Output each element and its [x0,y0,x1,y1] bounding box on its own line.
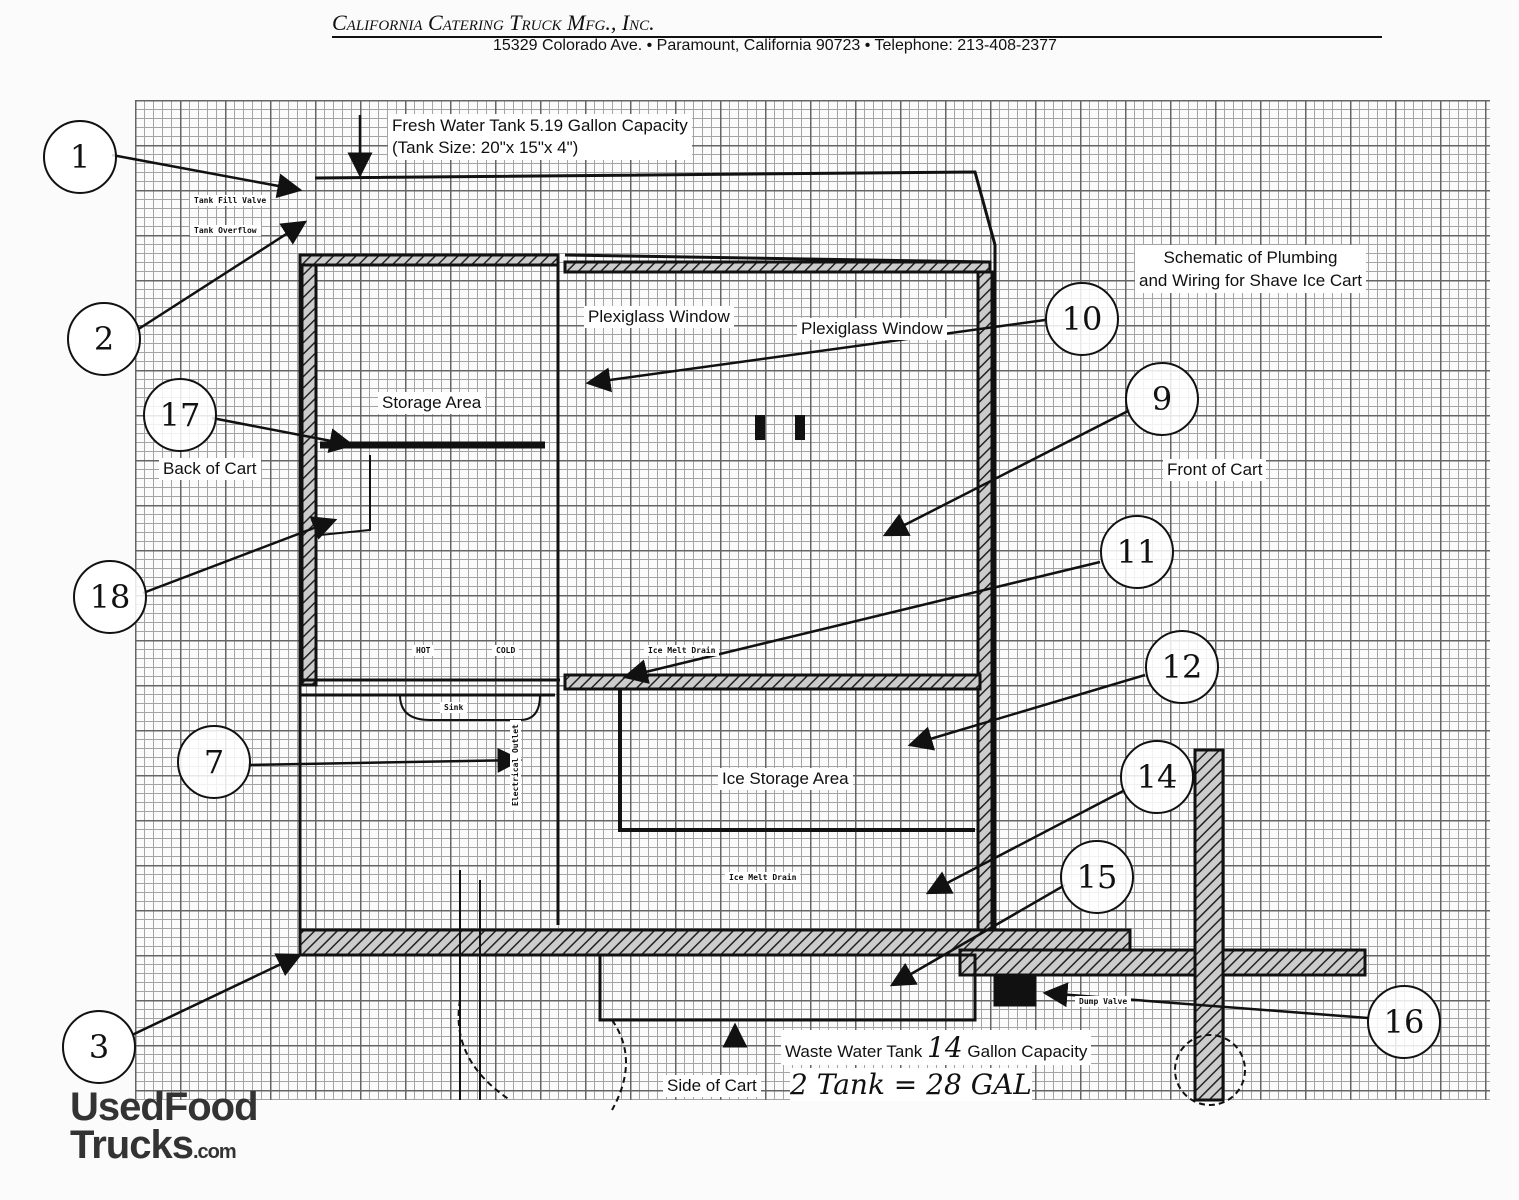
callout-16: 16 [1367,985,1441,1059]
callout-17: 17 [143,378,217,452]
sink-label: Sink [440,702,468,713]
company-name: California Catering Truck Mfg., Inc. [332,10,1382,38]
fresh-water-tank-label: Fresh Water Tank 5.19 Gallon Capacity (Ta… [388,114,692,160]
cart-outline [314,170,997,940]
tank-overflow-label: Tank Overflow [190,225,261,236]
title-line-1: Schematic of Plumbing [1163,248,1338,267]
logo-domain: .com [192,1141,237,1163]
ice-melt-drain-top-label: Ice Melt Drain [644,645,720,656]
company-address: 15329 Colorado Ave. • Paramount, Califor… [493,37,1057,54]
callout-10: 10 [1045,282,1119,356]
storage-area-label: Storage Area [378,392,486,414]
ice-melt-drain-bottom-label: Ice Melt Drain [725,872,801,883]
back-of-cart-label: Back of Cart [159,458,261,480]
waste-capacity-handwritten: 14 [927,1031,963,1064]
callout-3: 3 [62,1010,136,1084]
callout-18: 18 [73,560,147,634]
front-of-cart-label: Front of Cart [1163,459,1267,481]
tank-fill-valve-label: Tank Fill Valve [190,195,271,206]
waste-tank-text: Waste Water Tank [785,1042,923,1061]
callout-7: 7 [177,725,251,799]
callout-12: 12 [1145,630,1219,704]
electrical-outlet-label: Electrical Outlet [510,720,521,810]
cold-label: COLD [492,645,520,656]
hot-label: HOT [412,645,435,656]
callout-11: 11 [1100,515,1174,589]
waste-water-tank-label: Waste Water Tank 14 Gallon Capacity [781,1030,1092,1065]
callout-2: 2 [67,302,141,376]
logo-line-1: UsedFood [70,1085,259,1129]
callout-9: 9 [1125,362,1199,436]
title-line-2: and Wiring for Shave Ice Cart [1139,271,1362,290]
dump-valve-label: Dump Valve [1075,996,1132,1007]
ice-storage-area-label: Ice Storage Area [718,768,853,790]
gallon-capacity-text: Gallon Capacity [967,1042,1088,1061]
callout-1: 1 [43,120,117,194]
plexiglass-window-right: Plexiglass Window [797,318,947,340]
logo-line-2: Trucks [70,1123,194,1167]
schematic-title: Schematic of Plumbing and Wiring for Shav… [1135,245,1366,293]
tank-size-text: (Tank Size: 20"x 15"x 4") [392,138,579,157]
callout-14: 14 [1120,740,1194,814]
plexiglass-window-left: Plexiglass Window [584,306,734,328]
side-of-cart-label: Side of Cart [663,1075,761,1097]
callout-15: 15 [1060,840,1134,914]
total-tanks-handwritten: 2 Tank = 28 GAL [790,1068,1032,1101]
fresh-tank-text: Fresh Water Tank 5.19 Gallon Capacity [392,116,688,135]
